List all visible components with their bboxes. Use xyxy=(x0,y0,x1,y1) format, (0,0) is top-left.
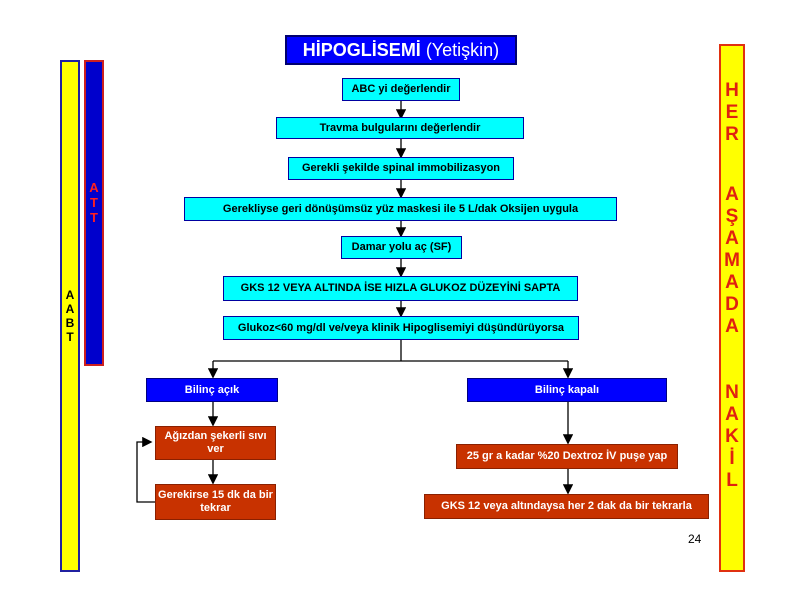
asamada-letter: A xyxy=(725,272,739,293)
step-dextrose: 25 gr a kadar %20 Dextroz İV puşe yap xyxy=(456,444,678,469)
step-trauma: Travma bulgularını değerlendir xyxy=(276,117,524,139)
title-sub: (Yetişkin) xyxy=(425,39,500,60)
asamada-letter: A xyxy=(725,228,739,249)
her-letter: H xyxy=(725,80,739,101)
step-glucose-condition: Glukoz<60 mg/dl ve/veya klinik Hipoglise… xyxy=(223,316,579,340)
nakil-letter: L xyxy=(726,470,738,491)
asamada-letter: M xyxy=(724,250,740,271)
abt-letter: A xyxy=(65,302,75,316)
att-letter: T xyxy=(90,210,98,225)
page-number: 24 xyxy=(688,532,702,546)
side-bar-att: A T T xyxy=(84,60,104,366)
asamada-letter: D xyxy=(725,294,739,315)
step-glucose-check: GKS 12 VEYA ALTINDA İSE HIZLA GLUKOZ DÜZ… xyxy=(223,276,578,301)
branch-conscious: Bilinç açık xyxy=(146,378,278,402)
asamada-letter: A xyxy=(725,316,739,337)
nakil-letter: A xyxy=(725,404,739,425)
side-bar-abt: A A B T xyxy=(60,60,80,572)
abt-letter: B xyxy=(65,316,75,330)
step-iv-access: Damar yolu aç (SF) xyxy=(341,236,462,259)
her-letter: R xyxy=(725,124,739,145)
abt-letter: T xyxy=(66,330,74,344)
branch-unconscious: Bilinç kapalı xyxy=(467,378,667,402)
step-repeat-2min: GKS 12 veya altındaysa her 2 dak da bir … xyxy=(424,494,709,519)
her-letter: E xyxy=(725,102,739,123)
asamada-letter: Ş xyxy=(725,206,739,227)
step-abc: ABC yi değerlendir xyxy=(342,78,460,101)
abt-letter: A xyxy=(65,288,75,302)
page-title: HİPOGLİSEMİ (Yetişkin) xyxy=(285,35,517,65)
step-oral-sugar: Ağızdan şekerli sıvı ver xyxy=(155,426,276,460)
nakil-letter: N xyxy=(725,382,739,403)
step-spinal: Gerekli şekilde spinal immobilizasyon xyxy=(288,157,514,180)
nakil-letter: K xyxy=(725,426,739,447)
step-oxygen: Gerekliyse geri dönüşümsüz yüz maskesi i… xyxy=(184,197,617,221)
att-letter: A xyxy=(89,180,99,195)
loop-back-arrow xyxy=(136,436,155,503)
att-letter: T xyxy=(90,195,98,210)
step-repeat-15min: Gerekirse 15 dk da bir tekrar xyxy=(155,484,276,520)
side-bar-her-asamada-nakil: H E R A Ş A M A D A N A K İ L xyxy=(719,44,745,572)
nakil-letter: İ xyxy=(729,448,735,469)
title-main: HİPOGLİSEMİ xyxy=(302,39,421,60)
asamada-letter: A xyxy=(725,184,739,205)
